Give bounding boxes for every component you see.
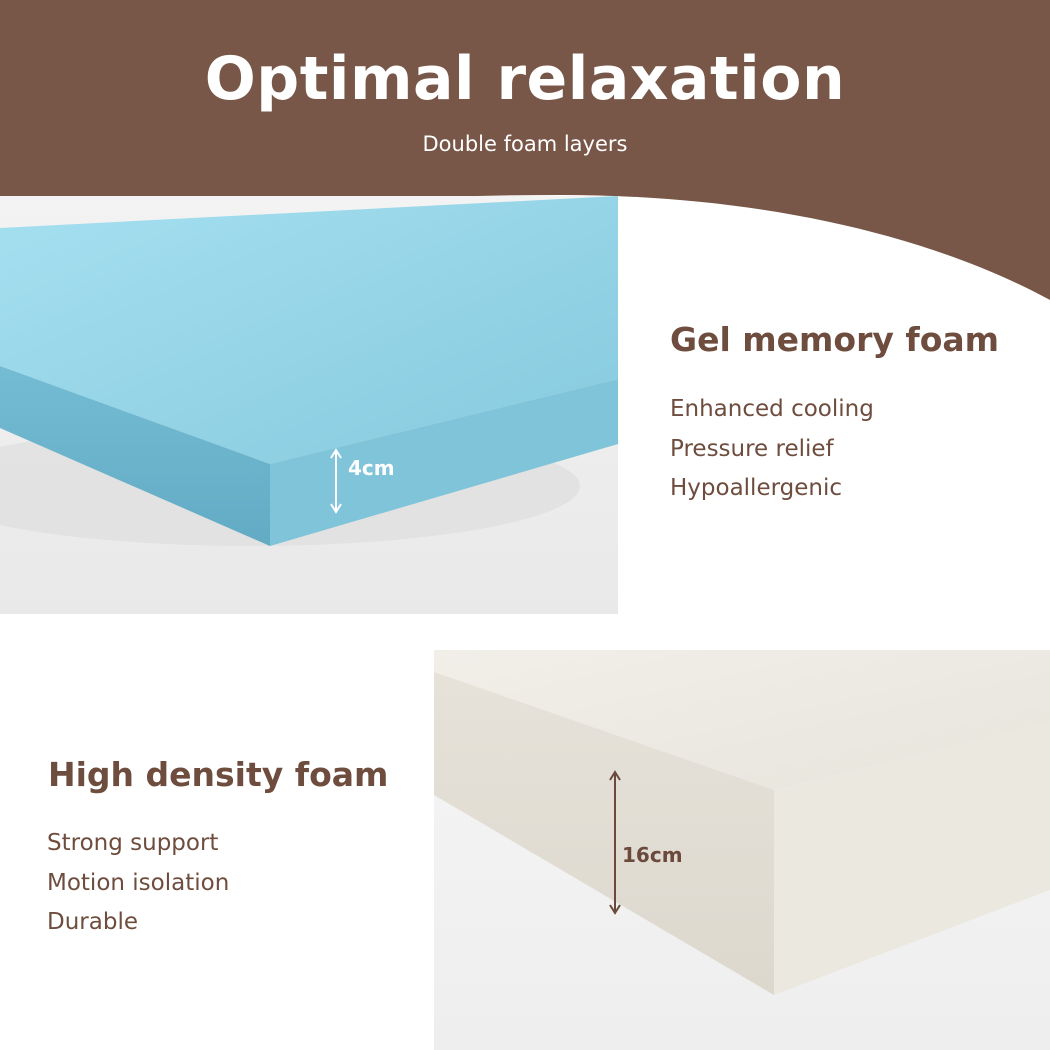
- gel-foam-side-edge: [270, 379, 618, 546]
- gel-foam-photo: 4cm: [0, 196, 618, 614]
- gel-foam-top-surface: [0, 196, 618, 464]
- header-banner-shape: [0, 0, 1050, 300]
- hd-thickness-label: 16cm: [622, 843, 683, 867]
- page-subtitle: Double foam layers: [422, 132, 628, 156]
- high-density-foam-title: High density foam: [48, 755, 389, 794]
- gel-foam-front-edge: [0, 366, 270, 546]
- page-title: Optimal relaxation: [204, 44, 846, 114]
- list-item: Hypoallergenic: [670, 475, 843, 501]
- hd-foam-top-surface: [434, 650, 1050, 790]
- gel-thickness-label: 4cm: [348, 456, 395, 480]
- list-item: Pressure relief: [670, 435, 834, 462]
- hd-foam-side-edge: [774, 722, 1050, 995]
- high-density-foam-features: Strong support Motion isolation Durable: [47, 824, 229, 943]
- hd-thickness-arrow: [609, 770, 621, 915]
- high-density-foam-photo: 16cm: [434, 650, 1050, 1050]
- header-banner: [0, 0, 1050, 300]
- list-item: Durable: [47, 909, 138, 935]
- gel-foam-features: Enhanced cooling Pressure relief Hypoall…: [670, 390, 874, 509]
- gel-thickness-arrow: [330, 448, 342, 514]
- gel-foam-title: Gel memory foam: [670, 320, 1000, 359]
- list-item: Motion isolation: [47, 869, 230, 896]
- list-item: Strong support: [47, 830, 219, 856]
- hd-foam-front-edge: [434, 672, 774, 995]
- list-item: Enhanced cooling: [670, 396, 874, 422]
